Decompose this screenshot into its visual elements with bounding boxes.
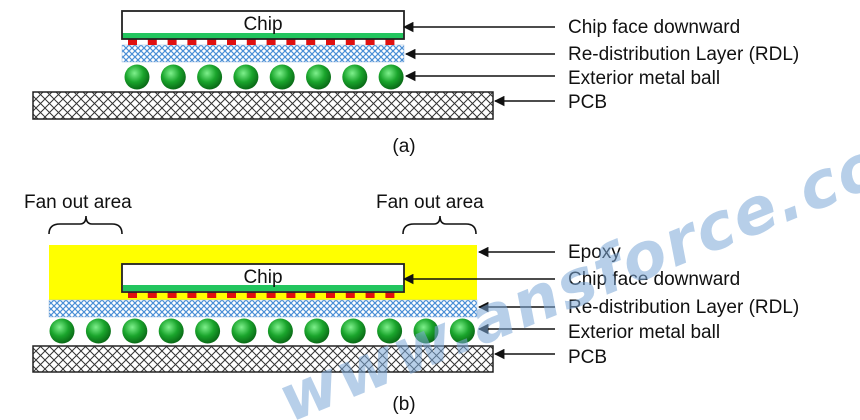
chip-pads-a [128,38,395,45]
chip-pad-b [128,291,137,298]
chip-pad-a [147,38,157,45]
callout-pcb-a: PCB [568,92,607,113]
solder-ball-b [377,318,403,344]
chip-pad-b [187,291,197,298]
callout-chip-face-b: Chip face downward [568,269,740,290]
solder-ball-a [233,64,259,90]
callout-epoxy: Epoxy [568,242,621,263]
fan-out-label-right: Fan out area [376,192,484,213]
chip-label-b: Chip [243,267,282,288]
solder-ball-b [231,318,257,344]
solder-ball-b [49,318,75,344]
solder-ball-a [378,64,404,90]
solder-balls-b [49,318,475,344]
solder-ball-b [340,318,366,344]
chip-pad-a [167,38,177,45]
solder-ball-b [195,318,221,344]
solder-ball-a [160,64,186,90]
chip-pad-b [345,291,355,298]
callout-rdl-b: Re-distribution Layer (RDL) [568,297,799,318]
solder-ball-a [124,64,150,90]
caption-b: (b) [392,394,415,415]
chip-contact-strip-b-top [123,285,403,291]
chip-pad-b [306,291,316,298]
panel-a: Chip Chip face downward Re-distribution … [32,10,799,157]
solder-ball-b [304,318,330,344]
rdl-a [121,44,405,63]
fan-out-label-left: Fan out area [24,192,132,213]
chip-pad-a [326,38,335,45]
solder-ball-a [342,64,368,90]
chip-pad-b [266,291,276,298]
chip-pad-a [345,38,355,45]
chip-pad-a [266,38,276,45]
chip-pad-a [246,38,256,45]
brace-right [402,215,477,235]
callout-ball-a: Exterior metal ball [568,68,720,89]
callout-pcb-b: PCB [568,347,607,368]
chip-pad-a [306,38,316,45]
chip-pad-a [227,38,236,45]
chip-pad-a [385,38,395,45]
chip-pad-a [286,38,296,45]
chip-contact-strip-a [122,33,404,39]
solder-ball-a [306,64,331,90]
solder-ball-a [197,64,223,90]
solder-balls-a [124,64,404,90]
chip-pad-b [326,291,335,298]
chip-pad-b [167,291,177,298]
chip-pad-b [207,291,217,298]
solder-ball-a [269,64,295,90]
rdl-b [48,299,478,318]
chip-pad-b [385,291,395,298]
solder-ball-b [267,318,293,344]
chip-pad-a [365,38,375,45]
caption-a: (a) [392,136,415,157]
chip-pad-b [286,291,296,298]
solder-ball-b [158,318,184,344]
chip-pad-b [246,291,256,298]
chip-label-a: Chip [243,14,282,35]
chip-pad-a [207,38,217,45]
solder-ball-b [122,318,148,344]
panel-b: Fan out area Fan out area Chip Epoxy Chi… [24,192,799,415]
callout-chip-face-a: Chip face downward [568,17,740,38]
solder-ball-b [413,318,439,344]
brace-left [48,215,123,235]
chip-pads-b [128,291,395,298]
chip-pad-b [227,291,236,298]
chip-pad-a [128,38,137,45]
callout-ball-b: Exterior metal ball [568,322,720,343]
chip-pad-b [365,291,375,298]
solder-ball-b [449,318,475,344]
solder-ball-b [85,318,111,344]
pcb-a [32,91,494,120]
chip-pad-a [187,38,197,45]
callout-rdl-a: Re-distribution Layer (RDL) [568,44,799,65]
chip-pad-b [147,291,157,298]
pcb-b [32,345,494,373]
